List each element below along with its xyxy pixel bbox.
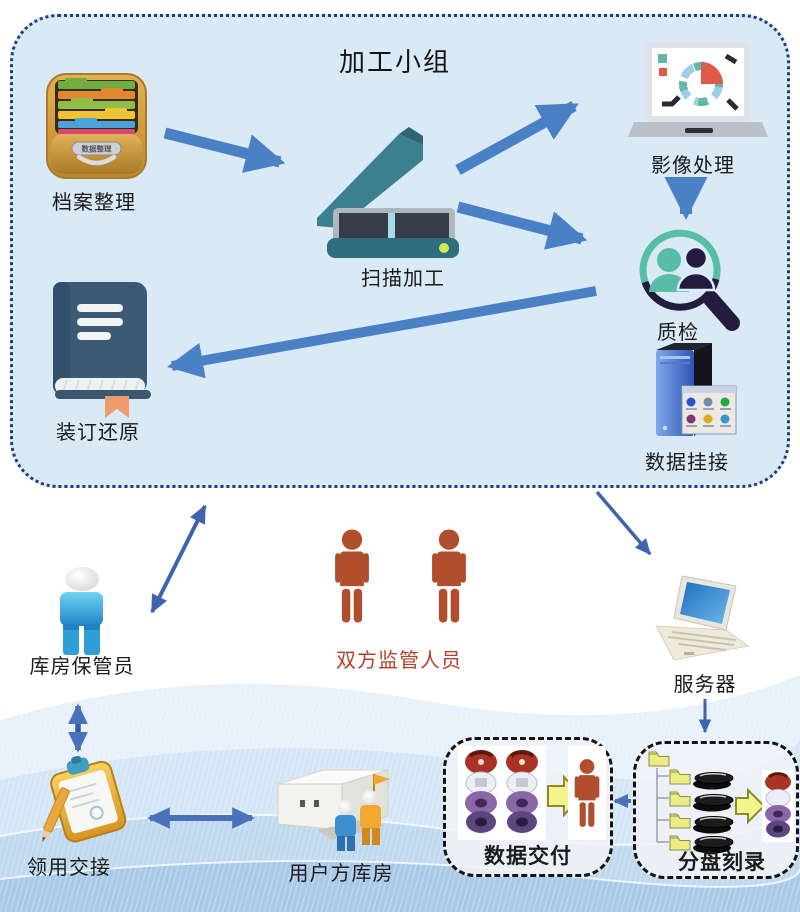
disc-burning-box: 分盘刻录 (633, 741, 799, 879)
cabinet-plate-text: 数据整理 (82, 144, 112, 154)
label-burn: 分盘刻录 (678, 851, 766, 874)
label-handover: 领用交接 (27, 857, 111, 879)
arrow-box-keeper-double (150, 504, 207, 614)
label-qc: 质检 (657, 322, 699, 344)
data-delivery-box: 数据交付 (443, 737, 613, 877)
file-cabinet-icon: 数据整理 (45, 72, 148, 180)
disc-stacks (693, 772, 734, 854)
two-persons-red-icon (330, 519, 374, 633)
label-scan: 扫描加工 (361, 268, 445, 290)
clipboard-icon (35, 755, 139, 849)
label-server: 服务器 (673, 674, 737, 696)
person-blue-icon (50, 566, 112, 658)
laptop-chart-icon (628, 42, 768, 146)
label-image: 影像处理 (651, 155, 735, 177)
scanner-icon (303, 98, 463, 258)
discs-to-person-icon (458, 746, 606, 840)
label-user-warehouse: 用户方库房 (288, 863, 394, 885)
server-tower-icon (638, 342, 738, 444)
book-icon (47, 278, 153, 418)
label-supervisors: 双方监管人员 (336, 650, 462, 672)
yellow-arrow-icon (735, 787, 766, 825)
warehouse-icon (270, 758, 402, 854)
label-delivery: 数据交付 (484, 845, 572, 868)
folders-burn-discs-icon (648, 751, 794, 854)
laptop-3d-icon (648, 574, 756, 662)
magnifier-people-icon (633, 224, 743, 334)
label-keeper: 库房保管员 (29, 656, 135, 678)
label-archive: 档案整理 (52, 192, 136, 214)
two-persons-red-icon (427, 519, 471, 633)
label-link: 数据挂接 (645, 452, 729, 474)
processing-group-title: 加工小组 (338, 47, 451, 77)
label-bind: 装订还原 (56, 422, 140, 444)
arrow-box-to-server (595, 490, 652, 556)
